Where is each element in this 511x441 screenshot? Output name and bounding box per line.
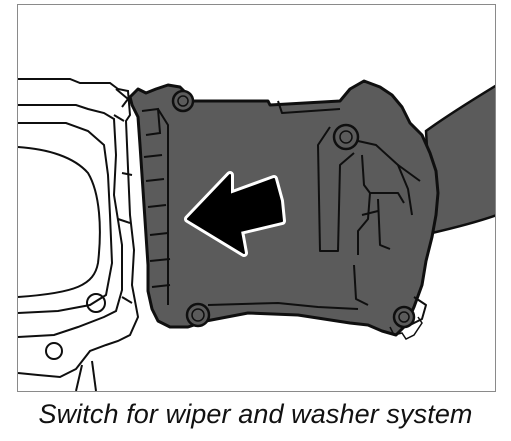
figure-frame xyxy=(17,4,496,392)
figure-caption: Switch for wiper and washer system xyxy=(38,399,473,429)
wiper-washer-switch-illustration xyxy=(18,78,495,391)
steering-column-shroud xyxy=(18,78,140,391)
wiper-stalk xyxy=(424,84,495,235)
direction-arrow-icon xyxy=(184,171,286,257)
